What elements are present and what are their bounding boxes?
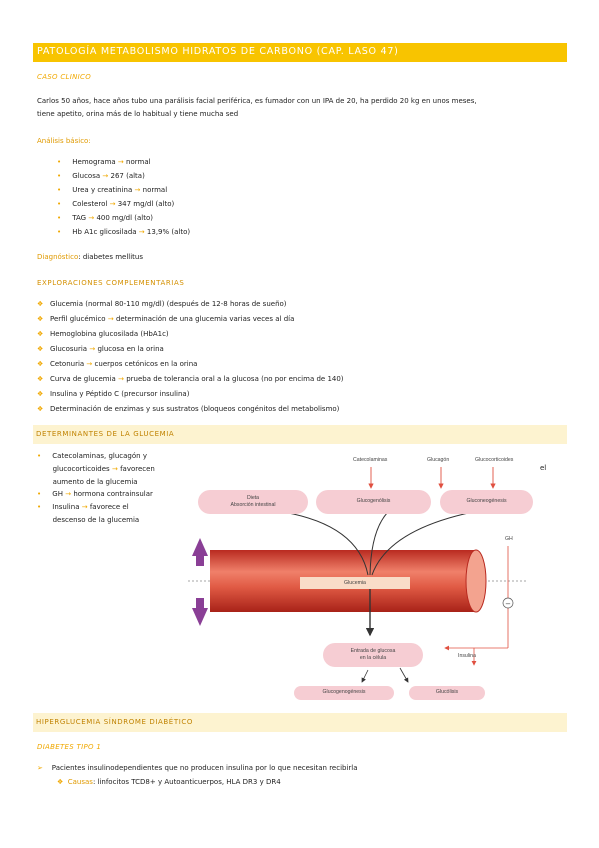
analisis-item: • Urea y creatinina → normal xyxy=(57,186,168,194)
determinantes-item: • Insulina → favorece el xyxy=(37,503,129,512)
box-glucemia: Glucemia xyxy=(300,577,410,589)
hiper-line-1: ➢ Pacientes insulinodependientes que no … xyxy=(37,764,358,772)
determinantes-item-cont: glucocorticoides → favorecen xyxy=(52,464,155,473)
analisis-item: • Hemograma → normal xyxy=(57,158,151,166)
analisis-item: • TAG → 400 mg/dl (alto) xyxy=(57,214,153,222)
box-glucogenogenesis: Glucogenogénesis xyxy=(294,686,394,700)
determinantes-list: • Catecolaminas, glucagón y glucocortico… xyxy=(37,450,155,527)
exploracion-item: ❖ Perfil glucémico → determinación de un… xyxy=(37,315,295,323)
flow-line-gluconeogenesis xyxy=(371,511,474,576)
exploraciones-heading: EXPLORACIONES COMPLEMENTARIAS xyxy=(37,279,185,287)
determinantes-el: el xyxy=(540,464,547,472)
exploracion-item: ❖ Glucemia (normal 80-110 mg/dl) (despué… xyxy=(37,300,287,308)
caso-heading: CASO CLINICO xyxy=(37,73,92,81)
determinantes-band: DETERMINANTES DE LA GLUCEMIA xyxy=(33,425,567,444)
diabetes-tipo1-heading: DIABETES TIPO 1 xyxy=(37,743,102,751)
label-glucocorticoides: Glucocorticoides xyxy=(475,457,514,463)
hiper-causas: ❖ Causas: linfocitos TCD8+ y Autoanticue… xyxy=(57,778,281,786)
diagnostico: Diagnóstico: diabetes mellitus xyxy=(37,253,143,261)
down-arrow-icon xyxy=(192,598,208,626)
analisis-item: • Colesterol → 347 mg/dl (alto) xyxy=(57,200,175,208)
box-glucogenolisis: Glucogenólisis xyxy=(316,490,431,514)
determinantes-heading: DETERMINANTES DE LA GLUCEMIA xyxy=(36,430,175,438)
caso-line-1: Carlos 50 años, hace años tubo una parál… xyxy=(37,97,477,105)
box-entrada-glucosa: Entrada de glucosa en la célula xyxy=(323,643,423,667)
analisis-list: • Hemograma → normal • Glucosa → 267 (al… xyxy=(57,158,190,242)
exploracion-item: ❖ Determinación de enzimas y sus sustrat… xyxy=(37,405,340,413)
to-glucogenogenesis-arrow-icon xyxy=(361,669,369,683)
title-bar: PATOLOGÍA METABOLISMO HIDRATOS DE CARBON… xyxy=(33,43,567,62)
determinantes-item-cont: descenso de la glucemia xyxy=(52,515,140,524)
flow-line-glucogenolisis xyxy=(369,511,389,576)
hiper-heading: HIPERGLUCEMIA SÍNDROME DIABÉTICO xyxy=(36,718,193,726)
flow-line-dieta xyxy=(282,511,369,576)
label-glucagon: Glucagón xyxy=(427,457,450,463)
determinantes-item: • GH → hormona contrainsular xyxy=(37,490,153,499)
analisis-heading: Análisis básico: xyxy=(37,137,91,145)
caso-line-2: tiene apetito, orina más de lo habitual … xyxy=(37,110,239,118)
glucemia-diagram: − Catecolaminas Glucagón Glucocorticoide… xyxy=(188,450,533,712)
exploracion-item: ❖ Hemoglobina glucosilada (HbA1c) xyxy=(37,330,169,338)
box-glucolisis: Glucólisis xyxy=(409,686,485,700)
analisis-item: • Hb A1c glicosilada → 13,9% (alto) xyxy=(57,228,191,236)
hiper-band: HIPERGLUCEMIA SÍNDROME DIABÉTICO xyxy=(33,713,567,732)
exploracion-item: ❖ Insulina y Péptido C (precursor insuli… xyxy=(37,390,190,398)
determinantes-item-cont: aumento de la glucemia xyxy=(52,477,138,486)
box-gluconeogenesis: Gluconeogénesis xyxy=(440,490,533,514)
to-glucolisis-arrow-icon xyxy=(399,667,409,683)
minus-circle-icon xyxy=(502,597,514,609)
vessel-opening xyxy=(465,549,487,613)
exploraciones-list: ❖ Glucemia (normal 80-110 mg/dl) (despué… xyxy=(37,300,344,419)
label-catecolaminas: Catecolaminas xyxy=(353,457,388,463)
determinantes-item: • Catecolaminas, glucagón y xyxy=(37,452,147,460)
exploracion-item: ❖ Cetonuria → cuerpos cetónicos en la or… xyxy=(37,360,198,368)
page-title: PATOLOGÍA METABOLISMO HIDRATOS DE CARBON… xyxy=(37,46,399,57)
label-gh: GH xyxy=(505,536,513,542)
minus-symbol: − xyxy=(505,600,511,608)
up-arrow-icon xyxy=(192,538,208,566)
box-dieta: Dieta Absorción intestinal xyxy=(198,490,308,514)
analisis-item: • Glucosa → 267 (alta) xyxy=(57,172,145,180)
exploracion-item: ❖ Glucosuria → glucosa en la orina xyxy=(37,345,164,353)
label-insulina: Insulina xyxy=(458,653,476,659)
exploracion-item: ❖ Curva de glucemia → prueba de toleranc… xyxy=(37,375,344,383)
